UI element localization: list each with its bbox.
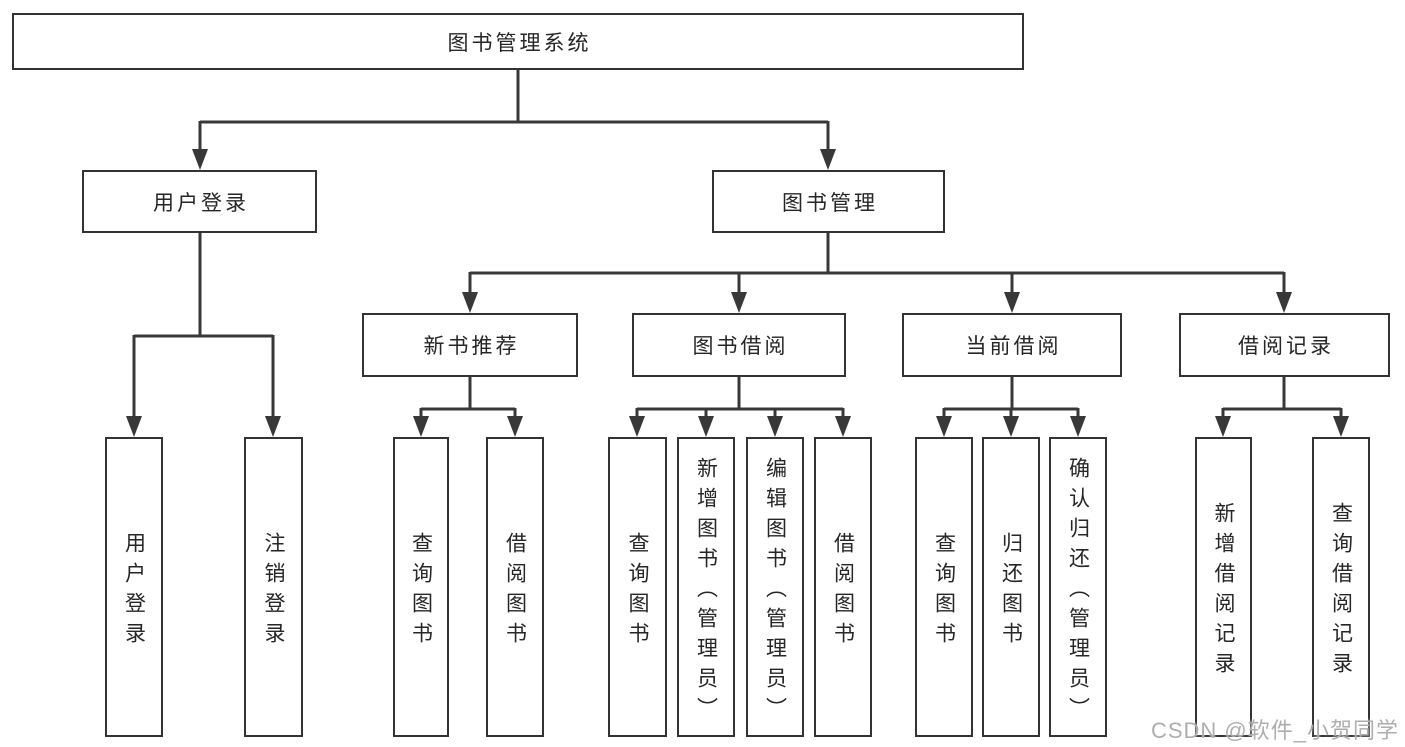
node-label: 查询图书 (932, 531, 956, 652)
node-label: 查询借阅记录 (1329, 501, 1353, 682)
node-label: 借阅图书 (831, 531, 855, 652)
node-current-borrowing: 当前借阅 (902, 313, 1122, 377)
node-label: 借阅记录 (1238, 335, 1334, 358)
node-new-book-recommendation: 新书推荐 (362, 313, 578, 377)
node-label: 借阅图书 (503, 531, 527, 652)
node-label: 编辑图书（管理员） (763, 456, 787, 727)
node-label: 归还图书 (999, 531, 1023, 652)
leaf-borrow-books-borrowing: 借阅图书 (814, 437, 872, 737)
node-label: 图书管理 (782, 191, 878, 215)
leaf-return-books: 归还图书 (982, 437, 1040, 737)
leaf-query-books-borrowing: 查询图书 (608, 437, 667, 737)
leaf-logout: 注销登录 (244, 437, 303, 737)
node-label: 图书管理系统 (447, 31, 592, 55)
node-library-management-system: 图书管理系统 (12, 13, 1024, 70)
node-label: 当前借阅 (965, 335, 1062, 358)
leaf-edit-books-admin: 编辑图书（管理员） (746, 437, 804, 737)
leaf-query-books-current: 查询图书 (915, 437, 973, 737)
node-label: 用户登录 (122, 531, 146, 652)
node-label: 注销登录 (262, 531, 285, 652)
node-label: 用户登录 (153, 191, 249, 215)
node-label: 新增借阅记录 (1212, 501, 1235, 682)
node-user-login: 用户登录 (82, 170, 317, 233)
leaf-borrow-books-newbook: 借阅图书 (486, 437, 544, 737)
csdn-watermark: CSDN @软件_小贺同学 (1150, 718, 1399, 743)
node-label: 新书推荐 (423, 335, 520, 358)
node-book-borrowing: 图书借阅 (632, 313, 846, 377)
node-book-management: 图书管理 (712, 170, 945, 233)
node-label: 查询图书 (626, 531, 649, 652)
node-label: 确认归还（管理员） (1066, 456, 1090, 727)
node-borrowing-records: 借阅记录 (1179, 313, 1390, 377)
leaf-add-books-admin: 新增图书（管理员） (677, 437, 735, 737)
leaf-query-borrow-record: 查询借阅记录 (1312, 437, 1370, 737)
leaf-query-books-newbook: 查询图书 (393, 437, 449, 737)
node-label: 图书借阅 (692, 335, 789, 358)
node-label: 新增图书（管理员） (694, 456, 718, 727)
leaf-user-login: 用户登录 (105, 437, 163, 737)
leaf-add-borrow-record: 新增借阅记录 (1195, 437, 1252, 737)
leaf-confirm-return-admin: 确认归还（管理员） (1049, 437, 1107, 737)
arrowheads (126, 149, 1349, 437)
node-label: 查询图书 (409, 531, 433, 652)
